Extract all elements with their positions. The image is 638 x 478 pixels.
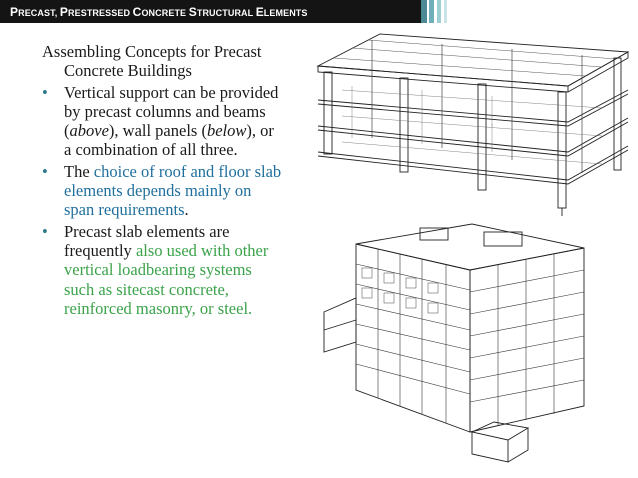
bullet-text: . — [184, 200, 189, 220]
decoration-stripe — [444, 0, 447, 23]
header-decoration — [421, 0, 638, 23]
bullet-highlight-green: also used with other vertical loadbearin… — [64, 240, 269, 318]
bullet-dot: • — [42, 82, 48, 102]
decoration-stripe — [437, 0, 441, 23]
decoration-stripe — [429, 0, 434, 23]
bullet-text: ), wall panels ( — [108, 121, 207, 141]
body-heading: Assembling Concepts for Precast Concrete… — [42, 42, 262, 81]
title-bar: PRECAST, PRESTRESSED CONCRETE STRUCTURAL… — [0, 0, 421, 23]
bullet-item: • Vertical support can be provided by pr… — [42, 83, 282, 160]
decoration-stripe — [421, 0, 427, 23]
precast-wall-panel-building-drawing — [323, 223, 585, 463]
bullet-emphasis: below — [206, 121, 247, 141]
bullet-dot: • — [42, 161, 48, 181]
slide-title: PRECAST, PRESTRESSED CONCRETE STRUCTURAL… — [10, 5, 308, 19]
bullet-highlight-blue: choice of roof and floor slab elements d… — [64, 161, 282, 220]
bullet-emphasis: above — [69, 121, 109, 141]
bullet-text: Vertical support can be provided by prec… — [64, 82, 279, 141]
bullet-text: ), or a combination of all three. — [64, 121, 274, 160]
precast-column-beam-frame-drawing — [316, 33, 630, 216]
slide-body: Assembling Concepts for Precast Concrete… — [42, 42, 282, 318]
bullet-item: • The choice of roof and floor slab elem… — [42, 162, 282, 220]
bullet-text: The — [64, 161, 94, 181]
bullet-dot: • — [42, 221, 48, 241]
bullet-text: Precast slab elements are frequently — [64, 221, 230, 260]
bullet-item: • Precast slab elements are frequently a… — [42, 222, 282, 318]
